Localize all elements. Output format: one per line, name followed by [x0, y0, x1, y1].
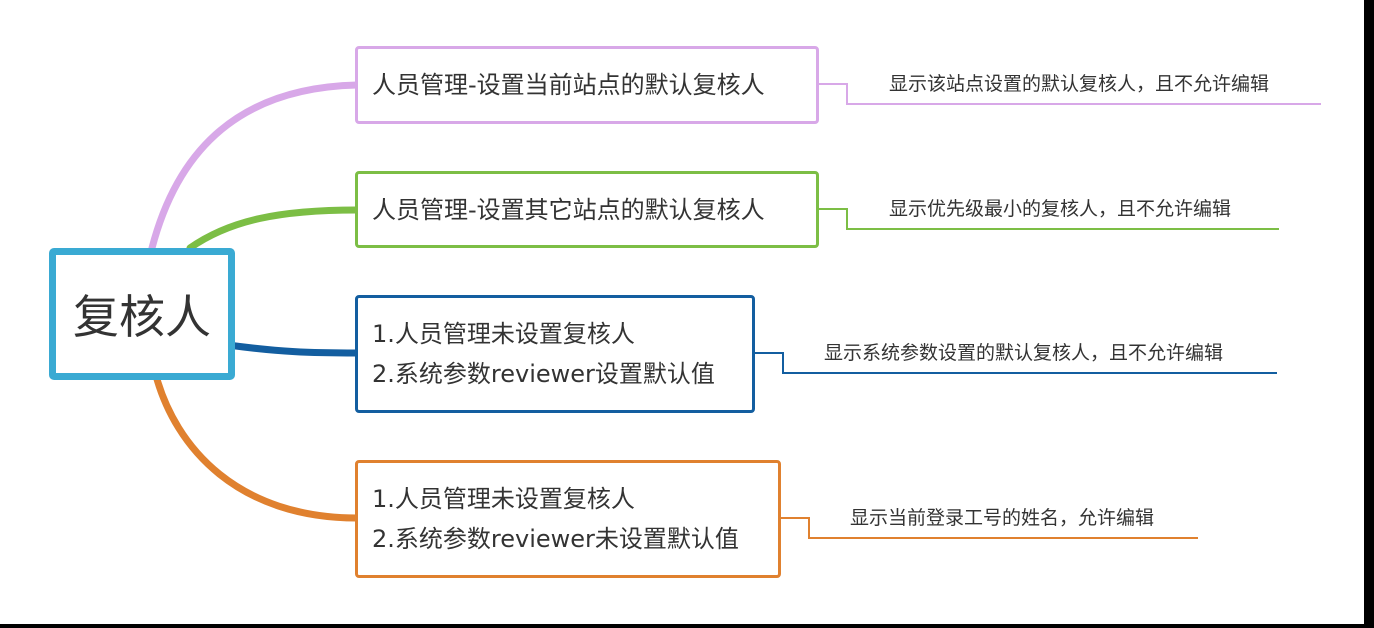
- branch-1-description: 显示该站点设置的默认复核人，且不允许编辑: [889, 73, 1270, 95]
- branch-3-line-2: 2.系统参数reviewer设置默认值: [372, 360, 715, 388]
- branch-3-curve: [224, 341, 361, 357]
- branch-4-line-2: 2.系统参数reviewer未设置默认值: [372, 525, 739, 553]
- root-node[interactable]: 复核人: [49, 248, 235, 380]
- right-border: [1364, 0, 1374, 628]
- branch-node-3[interactable]: 1.人员管理未设置复核人 2.系统参数reviewer设置默认值: [355, 295, 755, 413]
- branch-4-line-1: 1.人员管理未设置复核人: [372, 485, 635, 513]
- branch-2-line-1: 人员管理-设置其它站点的默认复核人: [372, 195, 765, 224]
- bottom-border: [0, 624, 1374, 628]
- branch-node-4[interactable]: 1.人员管理未设置复核人 2.系统参数reviewer未设置默认值: [355, 460, 781, 578]
- branch-node-1[interactable]: 人员管理-设置当前站点的默认复核人: [355, 46, 819, 124]
- branch-2-connector: [819, 208, 1279, 230]
- branch-3-description: 显示系统参数设置的默认复核人，且不允许编辑: [824, 342, 1224, 364]
- root-label: 复核人: [73, 290, 211, 344]
- branch-1-curve: [148, 81, 361, 252]
- branch-3-line-1: 1.人员管理未设置复核人: [372, 320, 635, 348]
- branch-3-connector: [755, 352, 1277, 374]
- branch-node-2[interactable]: 人员管理-设置其它站点的默认复核人: [355, 171, 819, 248]
- branch-4-description: 显示当前登录工号的姓名，允许编辑: [850, 507, 1155, 529]
- branch-4-curve: [151, 368, 361, 522]
- branch-1-line-1: 人员管理-设置当前站点的默认复核人: [372, 71, 765, 99]
- branch-2-description: 显示优先级最小的复核人，且不允许编辑: [889, 198, 1232, 220]
- branch-1-connector: [819, 83, 1321, 105]
- branch-4-connector: [781, 517, 1198, 539]
- branch-2-curve: [186, 206, 361, 252]
